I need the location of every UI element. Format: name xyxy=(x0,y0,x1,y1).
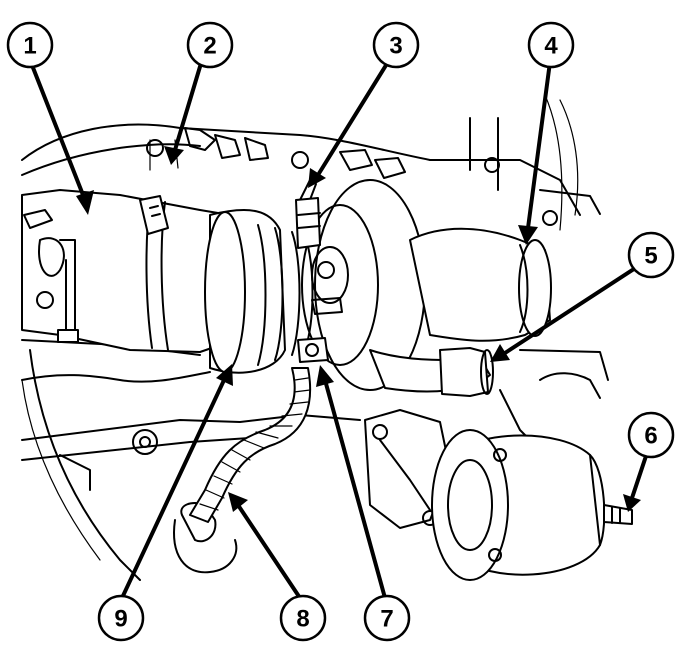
callout-1: 1 xyxy=(6,21,54,69)
callout-4-label: 4 xyxy=(544,33,558,60)
compressor-inlet-housing xyxy=(204,209,314,374)
callout-1-label: 1 xyxy=(23,33,36,60)
callout-9: 9 xyxy=(97,594,145,642)
leader-9 xyxy=(120,376,227,600)
callout-4: 4 xyxy=(527,21,575,69)
leader-1 xyxy=(28,58,87,202)
callout-2-label: 2 xyxy=(203,33,216,60)
intake-hose xyxy=(21,189,236,353)
callout-2: 2 xyxy=(186,21,234,69)
callout-6-label: 6 xyxy=(644,423,657,450)
callout-7: 7 xyxy=(363,594,411,642)
callout-5: 5 xyxy=(627,231,675,279)
leader-lines xyxy=(28,58,650,600)
leader-2 xyxy=(173,58,204,152)
leader-5 xyxy=(503,263,642,355)
callout-8: 8 xyxy=(279,594,327,642)
leader-8 xyxy=(236,503,302,600)
callout-3-label: 3 xyxy=(389,33,402,60)
arrowhead-2 xyxy=(164,146,184,165)
arrowhead-1 xyxy=(76,190,94,215)
callout-3: 3 xyxy=(372,21,420,69)
oil-drain-hose xyxy=(189,367,312,523)
leader-3 xyxy=(316,60,390,177)
callout-8-label: 8 xyxy=(296,606,309,633)
callout-5-label: 5 xyxy=(644,243,657,270)
arrowhead-8 xyxy=(228,492,248,512)
turbocharger-body xyxy=(295,179,552,397)
engine-block-background xyxy=(21,94,609,581)
callout-9-label: 9 xyxy=(114,606,127,633)
leader-4 xyxy=(526,60,552,230)
callout-7-label: 7 xyxy=(380,606,393,633)
leader-7 xyxy=(323,378,387,600)
arrowhead-4 xyxy=(518,225,538,245)
wastegate-actuator xyxy=(364,409,633,581)
arrowhead-3 xyxy=(308,168,326,188)
arrowhead-5 xyxy=(490,344,510,362)
leader-6 xyxy=(630,448,650,500)
callout-6: 6 xyxy=(627,411,675,459)
arrowhead-6 xyxy=(623,494,641,512)
arrowhead-7 xyxy=(316,365,334,387)
arrowhead-9 xyxy=(216,364,233,386)
